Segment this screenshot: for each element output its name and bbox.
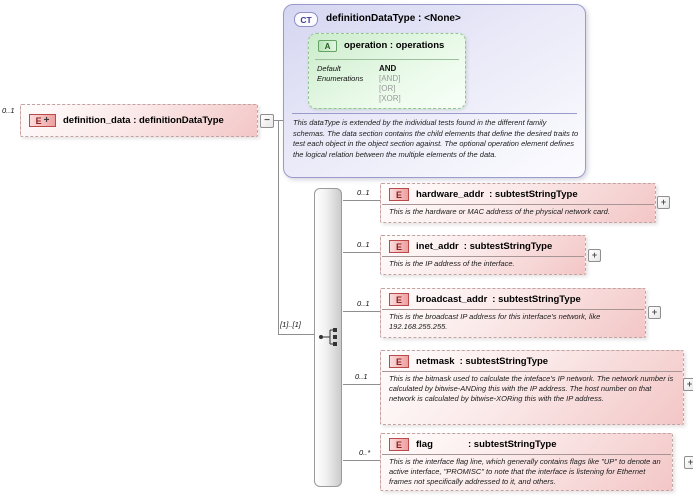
attribute-icon: A: [318, 40, 337, 52]
cardinality-label: 0..*: [359, 448, 371, 457]
element-badge-letter: E: [35, 115, 42, 126]
element-type: : subtestStringType: [492, 294, 581, 305]
element-description: This is the broadcast IP address for thi…: [389, 312, 601, 331]
complex-type-title: definitionDataType : <None>: [326, 13, 461, 24]
element-name: inet_addr: [416, 241, 459, 252]
element-separator: [382, 371, 682, 372]
element-box-hardware-addr[interactable]: E hardware_addr : subtestStringType This …: [380, 183, 656, 223]
plus-glyph: +: [687, 457, 693, 467]
enumeration-value: [XOR]: [379, 94, 401, 103]
attribute-default-value: AND: [379, 64, 397, 73]
element-icon: E: [389, 438, 409, 451]
element-box-flag[interactable]: E flag : subtestStringType This is the in…: [380, 433, 673, 491]
enumeration-value: [OR]: [379, 84, 396, 93]
root-element-label: definition_data : definitionDataType: [63, 115, 224, 126]
connector-to-inet-addr: [343, 252, 380, 253]
element-name: broadcast_addr: [416, 294, 488, 305]
complex-type-separator: [292, 113, 577, 114]
attribute-separator: [315, 59, 459, 60]
element-separator: [382, 204, 654, 205]
element-name: netmask: [416, 356, 455, 367]
element-separator: [382, 454, 671, 455]
element-description: This is the hardware or MAC address of t…: [389, 207, 610, 216]
complex-type-icon: CT: [294, 12, 318, 27]
connector-to-netmask: [343, 384, 380, 385]
element-separator: [382, 309, 644, 310]
plus-glyph: +: [651, 307, 658, 317]
attribute-box-operation[interactable]: A operation : operations Default AND Enu…: [308, 33, 466, 109]
connector-to-broadcast-addr: [343, 311, 380, 312]
collapse-toggle-icon[interactable]: −: [260, 114, 274, 128]
element-type: : subtestStringType: [459, 356, 549, 367]
attribute-default-label: Default: [317, 64, 341, 73]
attribute-title: operation : operations: [344, 40, 445, 51]
element-name: hardware_addr: [416, 189, 485, 200]
element-with-children-icon: E+: [29, 114, 56, 127]
sequence-icon: [319, 328, 337, 346]
cardinality-label: 0..1: [357, 188, 370, 197]
connector-vertical: [278, 121, 279, 335]
minus-glyph: −: [264, 115, 270, 126]
attribute-enumerations-label: Enumerations: [317, 74, 364, 83]
element-icon: E: [389, 355, 409, 368]
element-box-netmask[interactable]: E netmask : subtestStringType This is the…: [380, 350, 684, 425]
expand-toggle-icon[interactable]: +: [588, 249, 601, 262]
attribute-facts: Default AND Enumerations [AND] [OR] [XOR…: [317, 64, 463, 104]
connector-to-hardware-addr: [343, 200, 380, 201]
complex-type-box[interactable]: CT definitionDataType : <None> A operati…: [283, 4, 586, 178]
connector-to-flag: [343, 460, 380, 461]
cardinality-label: 0..1: [357, 240, 370, 249]
plus-glyph: +: [660, 197, 667, 207]
element-type: : subtestStringType: [468, 439, 557, 450]
plus-glyph: +: [686, 379, 693, 389]
expand-toggle-icon[interactable]: +: [683, 378, 693, 391]
enumeration-value: [AND]: [379, 74, 401, 83]
element-icon: E: [389, 293, 409, 306]
root-cardinality-label: 0..1: [2, 106, 15, 115]
expand-toggle-icon[interactable]: +: [657, 196, 670, 209]
sequence-cardinality-label: [1]..[1]: [280, 320, 301, 329]
cardinality-label: 0..1: [355, 372, 368, 381]
element-description: This is the bitmask used to calculate th…: [389, 374, 674, 403]
cardinality-label: 0..1: [357, 299, 370, 308]
expand-toggle-icon[interactable]: +: [684, 456, 693, 469]
element-box-inet-addr[interactable]: E inet_addr : subtestStringType This is t…: [380, 235, 586, 275]
element-name: flag: [416, 439, 433, 450]
expand-toggle-icon[interactable]: +: [648, 306, 661, 319]
element-icon: E: [389, 188, 409, 201]
element-description: This is the IP address of the interface.: [389, 259, 515, 268]
element-box-definition-data[interactable]: E+ definition_data : definitionDataType: [20, 104, 258, 137]
element-description: This is the interface flag line, which g…: [389, 457, 661, 486]
connector-to-sequence: [279, 334, 314, 335]
complex-type-description: This dataType is extended by the individ…: [293, 118, 579, 159]
element-type: : subtestStringType: [489, 189, 578, 200]
plus-glyph: +: [591, 250, 598, 260]
element-type: : subtestStringType: [463, 241, 553, 252]
element-box-broadcast-addr[interactable]: E broadcast_addr : subtestStringType This…: [380, 288, 646, 338]
element-separator: [382, 256, 584, 257]
element-badge-plus: +: [43, 114, 50, 126]
sequence-compositor-bar[interactable]: [314, 188, 342, 487]
element-icon: E: [389, 240, 409, 253]
connector-root-to-type: [274, 120, 283, 121]
